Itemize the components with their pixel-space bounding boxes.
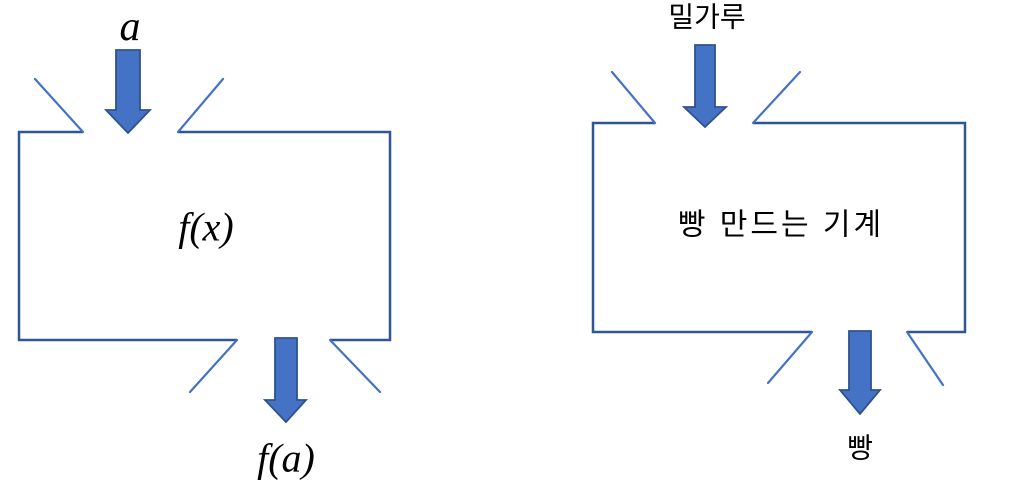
- output-label: 빵: [847, 433, 873, 464]
- input-arrow-icon: [103, 49, 153, 135]
- output-arrow-icon: [262, 337, 309, 424]
- input-label: a: [120, 4, 141, 50]
- machine-label: f(x): [178, 205, 234, 250]
- machine-box-outline: [17, 130, 392, 342]
- funnel-chute-lines: [610, 70, 945, 387]
- machine-label: 빵 만드는 기계: [678, 209, 884, 242]
- funnel-chute-lines: [33, 77, 382, 394]
- diagram-function-machine: a f(x) f(a): [17, 4, 392, 481]
- diagram-bread-machine: 밀가루 빵 만드는 기계 빵: [591, 2, 967, 464]
- output-label: f(a): [257, 436, 315, 481]
- output-arrow-icon: [838, 330, 882, 416]
- input-label: 밀가루: [668, 2, 745, 33]
- input-arrow-icon: [681, 44, 729, 129]
- machine-box-outline: [591, 121, 967, 334]
